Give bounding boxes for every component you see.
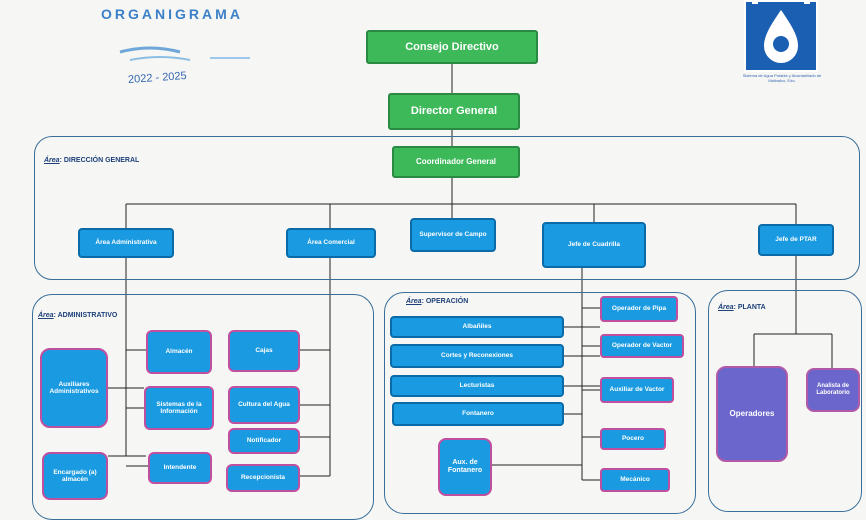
jefe-ptar-box: Jefe de PTAR (758, 224, 834, 256)
area-direccion-label: Área: DIRECCIÓN GENERAL (44, 157, 139, 164)
almacen-box: Almacén (146, 330, 212, 374)
sistemas-informacion-box: Sistemas de la Información (144, 386, 214, 430)
org-title: ORGANIGRAMA (101, 6, 243, 22)
area-administrativo-label: Área: ADMINISTRATIVO (38, 312, 117, 319)
lecturistas-box: Lecturistas (390, 375, 564, 397)
jefe-cuadrilla-box: Jefe de Cuadrilla (542, 222, 646, 268)
logo-caption: Sistema de Agua Potable y Alcantarillado… (742, 73, 822, 83)
area-name: : OPERACIÓN (421, 298, 469, 305)
director-general-box: Director General (388, 93, 520, 130)
analista-laboratorio-box: Analista de Laboratorio (806, 368, 860, 412)
auxiliar-vactor-box: Auxiliar de Vactor (600, 377, 674, 403)
pocero-box: Pocero (600, 428, 666, 450)
area-prefix: Área (38, 312, 54, 319)
fontanero-box: Fontanero (392, 402, 564, 426)
albaniles-box: Albañiles (390, 316, 564, 338)
institution-logo (744, 0, 818, 72)
auxiliares-administrativos-box: Auxiliares Administrativos (40, 348, 108, 428)
wave-decoration-icon (119, 46, 250, 61)
intendente-box: Intendente (148, 452, 212, 484)
operadores-box: Operadores (716, 366, 788, 462)
cultura-agua-box: Cultura del Agua (228, 386, 300, 424)
logo-icon (746, 0, 816, 70)
area-prefix: Área (44, 157, 60, 164)
cortes-reconexiones-box: Cortes y Reconexiones (390, 344, 564, 368)
notificador-box: Notificador (228, 428, 300, 454)
consejo-directivo-box: Consejo Directivo (366, 30, 538, 64)
mecanico-box: Mecánico (600, 468, 670, 492)
supervisor-campo-box: Supervisor de Campo (410, 218, 496, 252)
encargado-almacen-box: Encargado (a) almacén (42, 452, 108, 500)
coordinador-general-box: Coordinador General (392, 146, 520, 178)
area-administrativa-box: Área Administrativa (78, 228, 174, 258)
area-name: : PLANTA (733, 304, 766, 311)
operador-vactor-box: Operador de Vactor (600, 334, 684, 358)
area-direccion-general (34, 136, 860, 280)
area-comercial-box: Área Comercial (286, 228, 376, 258)
area-operacion (384, 292, 696, 514)
area-planta (708, 290, 862, 512)
area-prefix: Área (406, 298, 422, 305)
area-planta-label: Área: PLANTA (718, 304, 766, 311)
area-prefix: Área (718, 304, 734, 311)
cajas-box: Cajas (228, 330, 300, 372)
area-name: : ADMINISTRATIVO (53, 312, 118, 319)
operador-pipa-box: Operador de Pipa (600, 296, 678, 322)
area-name: : DIRECCIÓN GENERAL (59, 157, 140, 164)
area-operacion-label: Área: OPERACIÓN (406, 298, 468, 305)
aux-fontanero-box: Aux. de Fontanero (438, 438, 492, 496)
recepcionista-box: Recepcionista (226, 464, 300, 492)
